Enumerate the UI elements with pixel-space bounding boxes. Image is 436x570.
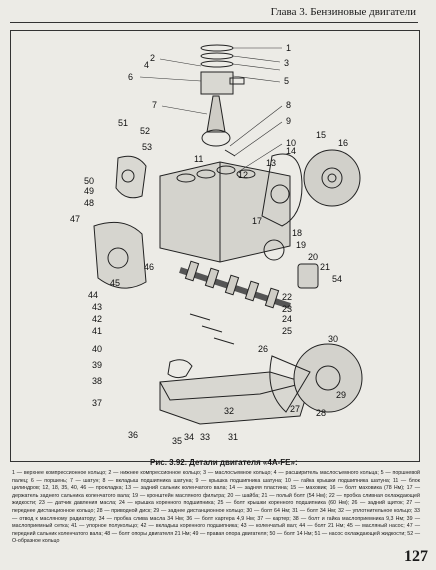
callout-17: 17 [252, 216, 262, 226]
callout-47: 47 [70, 214, 80, 224]
piston-ring-3 [200, 60, 234, 68]
callout-51: 51 [118, 118, 128, 128]
rear-plate [261, 153, 303, 227]
oil-pump [93, 221, 147, 289]
callout-53: 53 [142, 142, 152, 152]
flywheel [303, 149, 361, 207]
callout-50: 50 [84, 176, 94, 186]
callout-6: 6 [128, 72, 133, 82]
connecting-rod [206, 95, 226, 133]
engine-exploded-diagram: 1 2 3 4 5 6 7 8 9 10 11 12 13 14 15 16 1… [70, 43, 363, 446]
callout-18: 18 [292, 228, 302, 238]
oil-filter-bracket [263, 239, 285, 261]
callout-2: 2 [150, 53, 155, 63]
callout-44: 44 [88, 290, 98, 300]
callout-16: 16 [338, 138, 348, 148]
callout-42: 42 [92, 314, 102, 324]
callout-41: 41 [92, 326, 102, 336]
callout-5: 5 [284, 76, 289, 86]
callout-39: 39 [92, 360, 102, 370]
main-bearing-caps [189, 313, 235, 345]
callout-48: 48 [84, 198, 94, 208]
callout-29: 29 [336, 390, 346, 400]
callout-52: 52 [140, 126, 150, 136]
callout-27: 27 [290, 404, 300, 414]
callout-49: 49 [84, 186, 94, 196]
callout-26: 26 [258, 344, 268, 354]
figure-legend: 1 — верхнее компрессионное кольцо; 2 — н… [12, 470, 420, 545]
callout-12: 12 [238, 170, 248, 180]
callout-24: 24 [282, 314, 292, 324]
callout-37: 37 [92, 398, 102, 408]
callout-7: 7 [152, 100, 157, 110]
callout-43: 43 [92, 302, 102, 312]
callout-36: 36 [128, 430, 138, 440]
piston-pin [229, 77, 245, 85]
water-pump [115, 155, 147, 199]
callout-38: 38 [92, 376, 102, 386]
oil-pan [159, 371, 311, 425]
callout-9: 9 [286, 116, 291, 126]
callout-14: 14 [286, 146, 296, 156]
callout-28: 28 [316, 408, 326, 418]
rear-oil-seal [270, 184, 290, 204]
piston-ring-1 [200, 44, 234, 52]
callout-3: 3 [284, 58, 289, 68]
callout-31: 31 [228, 432, 238, 442]
figure-caption: Рис. 3.92. Детали двигателя «4A-FE»: [150, 458, 298, 467]
callout-40: 40 [92, 344, 102, 354]
callout-15: 15 [316, 130, 326, 140]
drive-plate [293, 343, 363, 413]
oil-filter [297, 263, 319, 289]
piston-ring-2 [200, 52, 234, 60]
callout-1: 1 [286, 43, 291, 53]
cylinder-block [159, 161, 291, 263]
callout-35: 35 [172, 436, 182, 446]
callout-13: 13 [266, 158, 276, 168]
rear-shield [269, 355, 311, 413]
callout-54: 54 [332, 274, 342, 284]
callout-23: 23 [282, 304, 292, 314]
oil-strainer [167, 359, 193, 379]
callout-46: 46 [144, 262, 154, 272]
callout-11: 11 [194, 154, 203, 164]
callout-25: 25 [282, 326, 292, 336]
callout-19: 19 [296, 240, 306, 250]
callout-30: 30 [328, 334, 338, 344]
callout-32: 32 [224, 406, 234, 416]
callout-22: 22 [282, 292, 292, 302]
callout-4: 4 [144, 60, 149, 70]
piston [200, 71, 234, 95]
figure-frame [10, 30, 420, 462]
callout-8: 8 [286, 100, 291, 110]
callout-21: 21 [320, 262, 330, 272]
chapter-title: Глава 3. Бензиновые двигатели [270, 6, 416, 18]
page-header: Глава 3. Бензиновые двигатели [10, 4, 418, 23]
callout-45: 45 [110, 278, 120, 288]
rod-big-end [201, 129, 231, 147]
page-number: 127 [404, 548, 428, 565]
callout-34: 34 [184, 432, 194, 442]
callout-33: 33 [200, 432, 210, 442]
callout-10: 10 [286, 138, 296, 148]
callout-20: 20 [308, 252, 318, 262]
